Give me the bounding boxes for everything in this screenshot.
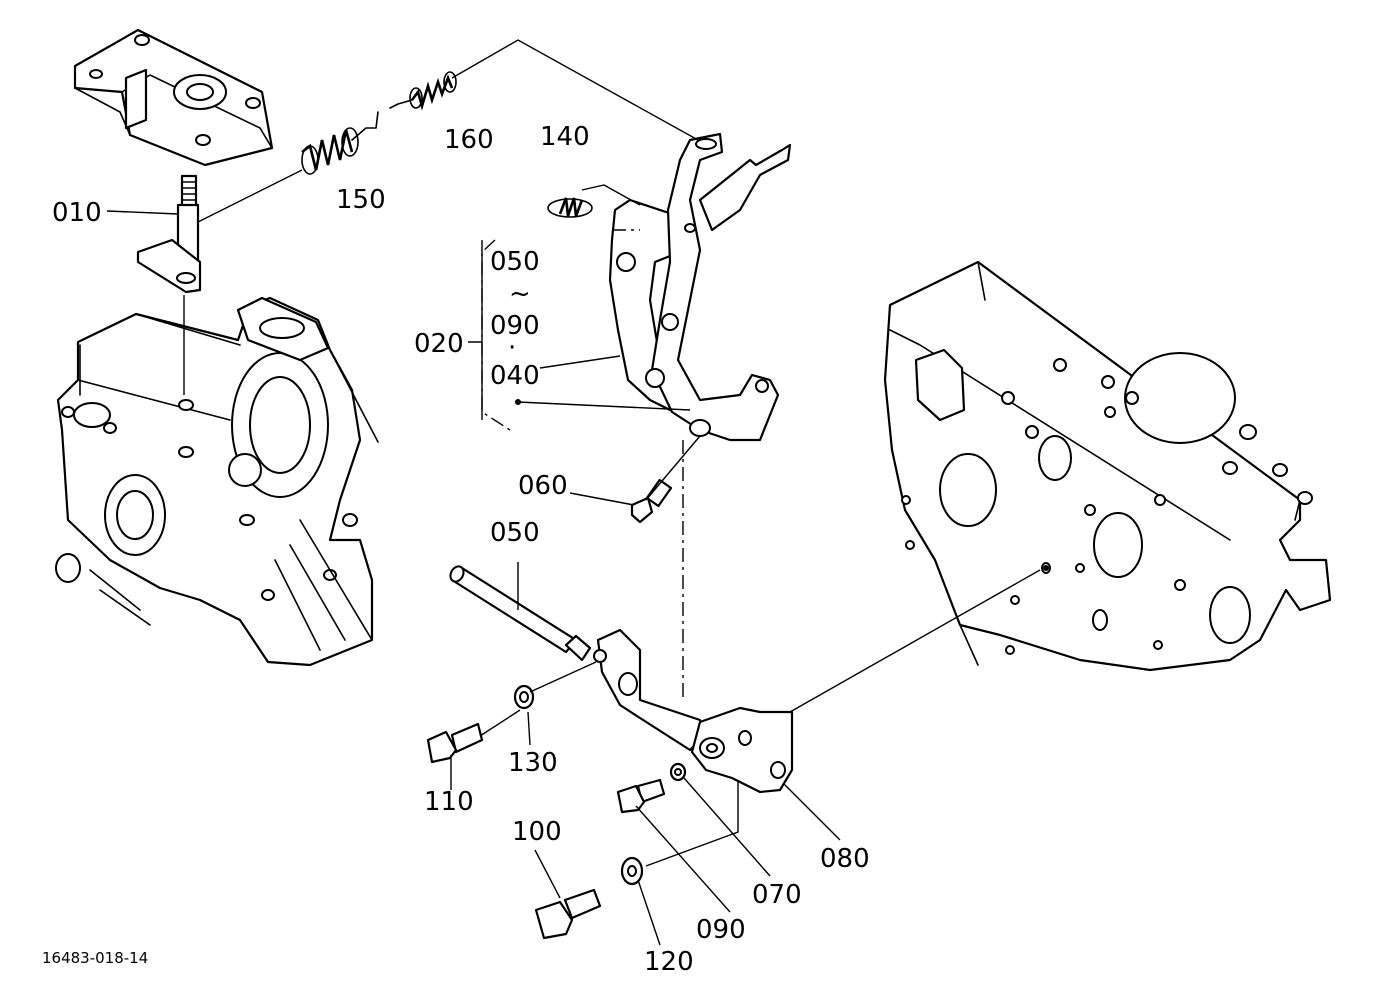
label-090: 090: [696, 915, 746, 945]
label-010: 010: [52, 198, 102, 228]
label-range-tilde: ~: [509, 279, 531, 309]
label-050: 050: [490, 518, 540, 548]
spring-160: [389, 71, 457, 111]
governor-shaft-010: [136, 174, 202, 294]
label-110: 110: [424, 787, 474, 817]
label-120: 120: [644, 947, 694, 977]
label-range-dot: ·: [508, 333, 516, 363]
washer-120: [620, 856, 644, 886]
shaft-050: [449, 565, 592, 662]
cover-plate: [73, 28, 274, 167]
label-020: 020: [414, 329, 464, 359]
engine-block: [883, 260, 1332, 672]
gear-case: [55, 296, 379, 667]
label-050-range-start: 050: [490, 247, 540, 277]
label-100: 100: [512, 817, 562, 847]
bolt-090: [616, 778, 666, 814]
label-080: 080: [820, 844, 870, 874]
fork-lever-080: [593, 628, 794, 794]
washer-070: [669, 762, 687, 782]
label-160: 160: [444, 125, 494, 155]
label-040: 040: [490, 361, 540, 391]
reference-code: 16483-018-14: [42, 949, 148, 967]
label-150: 150: [336, 185, 386, 215]
leader-lines: [106, 39, 1049, 946]
bolt-060: [630, 478, 673, 524]
label-060: 060: [518, 471, 568, 501]
washer-130: [513, 684, 535, 710]
label-090-range-end: 090: [490, 311, 540, 341]
spring-150: [301, 111, 379, 175]
spring-140: [547, 197, 593, 218]
label-070: 070: [752, 880, 802, 910]
bolt-110: [426, 722, 484, 764]
bolt-100: [534, 888, 602, 940]
label-130: 130: [508, 748, 558, 778]
governor-lever-assembly: [608, 132, 792, 442]
label-140: 140: [540, 122, 590, 152]
part-labels: 010 020 050 ~ 090 · 040 140 150 160 060 …: [42, 122, 870, 977]
